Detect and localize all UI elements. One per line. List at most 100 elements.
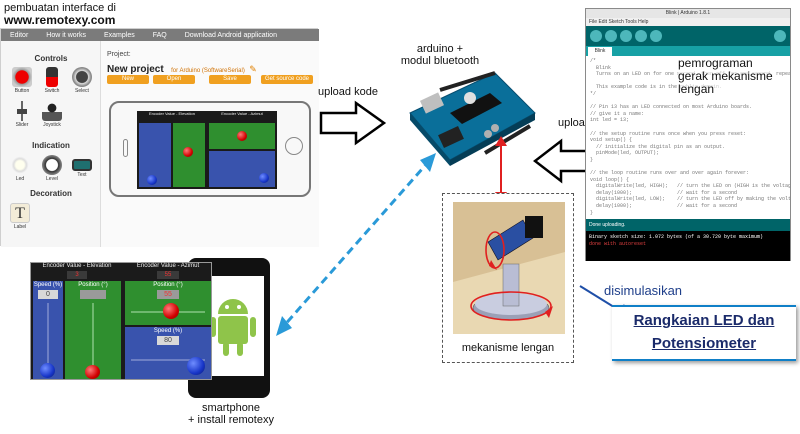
editor-menubar: Editor How it works Examples FAQ Downloa… <box>1 29 319 41</box>
rangkaian-line-2: Potensiometer <box>651 335 757 352</box>
arm-mechanism-frame: mekanisme lengan <box>442 193 574 363</box>
preview-red-knob-2 <box>237 131 247 141</box>
remotexy-editor-screenshot: Editor How it works Examples FAQ Downloa… <box>0 28 319 247</box>
interface-caption: pembuatan interface di www.remotexy.com <box>4 2 116 28</box>
open-sketch-icon <box>635 30 647 42</box>
azimuth-position-value: 55 <box>157 290 179 299</box>
ide-tab-bar: Blink <box>586 46 790 56</box>
encoder-elevation-value: 3 <box>67 271 87 279</box>
elevation-position-label: Position (°) <box>78 282 108 288</box>
pencil-icon: ✎ <box>249 64 257 74</box>
led-icon <box>10 155 30 175</box>
tool-joystick: Joystick <box>41 101 63 128</box>
azimuth-speed-track <box>131 359 205 361</box>
tool-slider: Slider <box>11 101 33 128</box>
tool-select: Select <box>71 67 93 94</box>
preview-red-knob <box>183 147 193 157</box>
tool-level: Level <box>41 155 63 182</box>
arduino-caption: arduino + modul bluetooth <box>400 43 480 68</box>
phone-home-button <box>285 137 303 155</box>
preview-blue-knob <box>147 175 157 185</box>
encoder-azimuth-value: 55 <box>157 271 179 279</box>
encoder-azimuth-label: Encoder Value - Azimut <box>136 263 200 269</box>
section-indication-title: Indication <box>32 141 70 150</box>
tool-led: Led <box>9 155 31 182</box>
level-gauge-icon <box>42 155 62 175</box>
label-t-icon: T <box>10 203 30 223</box>
azimuth-speed-label: Speed (%) <box>153 328 183 334</box>
menu-how-it-works: How it works <box>46 31 86 39</box>
tool-switch: Switch <box>41 67 63 94</box>
new-button: New <box>107 75 149 84</box>
pemrograman-caption: pemrograman gerak mekanisme lengan <box>678 56 773 97</box>
azimuth-position-knob <box>163 303 179 319</box>
arduino-board-image <box>409 71 536 166</box>
ide-window-title: Blink | Arduino 1.8.1 <box>586 9 790 18</box>
phone-preview-landscape: Encoder Value - Elevation Encoder Value … <box>109 101 311 197</box>
editor-sidebar: Controls Button Switch Select Slider Joy… <box>1 41 101 247</box>
elevation-position-track <box>92 303 94 373</box>
section-controls-title: Controls <box>34 54 68 63</box>
elevation-speed-track <box>47 303 49 373</box>
remotexy-app-screen: Encoder Value - Elevation 3 Encoder Valu… <box>30 262 212 380</box>
upload-kode-label-1: upload kode <box>318 86 378 98</box>
tool-text: Text <box>71 155 93 178</box>
android-robot-icon <box>210 299 256 356</box>
elevation-position-knob <box>85 365 100 379</box>
joystick-icon <box>42 101 62 121</box>
tab-blink: Blink <box>588 47 612 56</box>
phone-preview-screen: Encoder Value - Elevation Encoder Value … <box>137 111 277 189</box>
mekanisme-lengan-caption: mekanisme lengan <box>461 342 555 354</box>
ide-console: Binary sketch size: 1.072 bytes (of a 30… <box>586 231 790 261</box>
elevation-position-value <box>80 290 106 299</box>
text-display-icon <box>72 159 92 171</box>
rangkaian-line-1: Rangkaian LED dan <box>633 312 775 329</box>
azimuth-position-slider: Position (°) 55 <box>125 281 211 325</box>
ide-status-bar: Done uploading. <box>586 219 790 231</box>
elevation-speed-value: 0 <box>38 290 58 299</box>
elevation-position-slider: Position (°) <box>65 281 121 379</box>
menu-editor: Editor <box>10 31 29 39</box>
disimulasikan-label: disimulasikan <box>604 283 683 298</box>
button-icon <box>12 67 32 87</box>
open-button: Open <box>153 75 195 84</box>
preview-encoder-elevation-label: Encoder Value - Elevation <box>149 111 195 116</box>
rangkaian-box: Rangkaian LED dan Potensiometer <box>612 305 796 361</box>
get-source-code-button: Get source code <box>261 75 313 84</box>
project-label: Project: <box>107 51 131 58</box>
azimuth-speed-value: 80 <box>157 336 179 345</box>
project-name: New project <box>107 64 164 75</box>
elevation-speed-slider: Speed (%) 0 <box>33 281 63 379</box>
smartphone-caption: smartphone + install remotexy <box>188 402 274 427</box>
arm-mechanism-image <box>453 202 565 334</box>
preview-blue-knob-2 <box>259 173 269 183</box>
bluetooth-link-dashed-arrow <box>276 153 436 336</box>
upload-arrow-right <box>319 100 387 146</box>
elevation-speed-knob <box>40 363 55 378</box>
save-button: Save <box>209 75 251 84</box>
slider-icon <box>12 101 32 121</box>
switch-icon <box>46 67 58 87</box>
azimuth-speed-knob <box>187 357 205 375</box>
menu-download-android: Download Android application <box>184 31 277 39</box>
arduino-ide-screenshot: Blink | Arduino 1.8.1 File Edit Sketch T… <box>585 8 791 261</box>
project-board: for Arduino (SoftwareSerial) <box>171 68 245 74</box>
editor-workspace: Project: New project for Arduino (Softwa… <box>101 41 319 247</box>
preview-encoder-azimuth-label: Encoder Value - Azimut <box>221 111 263 116</box>
new-sketch-icon <box>620 30 632 42</box>
azimuth-speed-slider: Speed (%) 80 <box>125 327 211 379</box>
select-dial-icon <box>72 67 92 87</box>
ide-toolbar <box>586 26 790 46</box>
menu-faq: FAQ <box>152 31 167 39</box>
azimuth-position-label: Position (°) <box>153 282 183 288</box>
project-title: New project for Arduino (SoftwareSerial)… <box>107 59 257 77</box>
phone-speaker <box>123 139 128 157</box>
verify-icon <box>590 30 602 42</box>
upload-icon <box>605 30 617 42</box>
menu-examples: Examples <box>103 31 135 39</box>
encoder-elevation-label: Encoder Value - Elevation <box>42 263 112 269</box>
elevation-speed-label: Speed (%) <box>33 282 63 288</box>
section-decoration-title: Decoration <box>30 189 72 198</box>
save-sketch-icon <box>650 30 662 42</box>
serial-monitor-icon <box>774 30 786 42</box>
